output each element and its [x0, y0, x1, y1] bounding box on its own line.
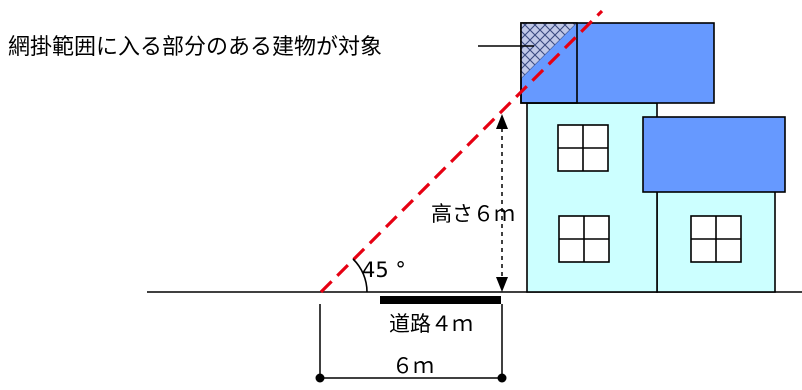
hatched-corner-outline [520, 22, 578, 104]
angle-label: 45 ° [362, 258, 406, 282]
slope-line-45deg [319, 9, 604, 294]
window-upper-left [557, 124, 609, 172]
window-lower-left [558, 215, 610, 263]
arrowhead-up [496, 114, 508, 129]
hatched-region [521, 23, 577, 79]
distance-end-right [497, 373, 507, 383]
window-right [690, 215, 742, 263]
height-label: 高さ６ｍ [431, 202, 515, 226]
annotation-label: 網掛範囲に入る部分のある建物が対象 [8, 35, 382, 60]
arrowhead-down [496, 277, 508, 292]
road-bar [380, 296, 501, 304]
distance-end-left [315, 373, 325, 383]
road-label: 道路４ｍ [389, 312, 473, 336]
distance-label: ６ｍ [392, 354, 434, 378]
angle-arc [352, 258, 368, 293]
right-building-roof [642, 116, 786, 193]
